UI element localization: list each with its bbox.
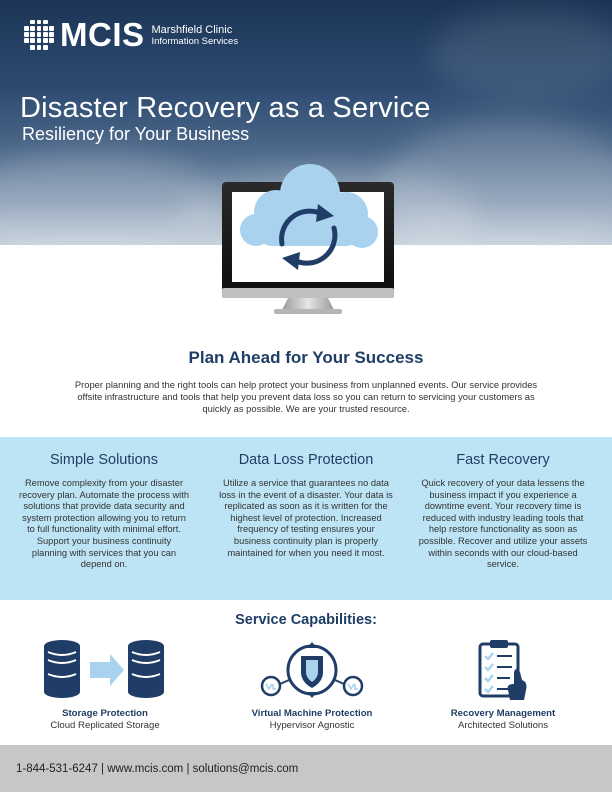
feature-title: Fast Recovery <box>456 452 550 468</box>
feature-simple-solutions: Simple Solutions Remove complexity from … <box>18 452 190 571</box>
monitor-cloud-sync-icon <box>222 164 394 314</box>
capabilities-heading: Service Capabilities: <box>235 612 377 628</box>
cloud-texture <box>430 10 612 100</box>
capability-desc: Architected Solutions <box>457 720 549 731</box>
logo-wordmark: MCIS <box>60 16 145 53</box>
feature-text: Remove complexity from your disaster rec… <box>18 478 189 570</box>
mcis-logo: MCIS Marshfield Clinic Information Servi… <box>24 18 238 51</box>
capability-desc: Cloud Replicated Storage <box>50 720 160 731</box>
clipboard-checklist-icon <box>478 640 527 700</box>
capability-name: Virtual Machine Protection <box>251 708 373 719</box>
logo-subtitle: Marshfield Clinic Information Services <box>151 24 239 48</box>
capability-name: Storage Protection <box>62 708 148 719</box>
feature-text: Utilize a service that guarantees no dat… <box>219 478 393 558</box>
feature-title: Simple Solutions <box>50 452 158 468</box>
cloud-texture <box>380 120 612 245</box>
page-title: Disaster Recovery as a Service <box>20 92 431 124</box>
cloud-texture <box>0 150 220 245</box>
capability-desc: Hypervisor Agnostic <box>269 720 355 731</box>
feature-fast-recovery: Fast Recovery Quick recovery of your dat… <box>414 452 592 571</box>
hero-banner: MCIS Marshfield Clinic Information Servi… <box>0 0 612 245</box>
footer-bar: 1-844-531-6247 | www.mcis.com | solution… <box>0 745 612 792</box>
feature-text: Quick recovery of your data lessens the … <box>418 478 588 570</box>
feature-title: Data Loss Protection <box>238 452 374 468</box>
plan-heading: Plan Ahead for Your Success <box>188 348 424 367</box>
logo-grid-icon <box>24 19 54 50</box>
features-band: Simple Solutions Remove complexity from … <box>0 437 612 600</box>
footer-contact: 1-844-531-6247 | www.mcis.com | solution… <box>16 763 299 775</box>
page-subtitle: Resiliency for Your Business <box>22 124 250 144</box>
database-replicate-icon <box>44 640 164 698</box>
capability-recovery-management: Recovery Management Architected Solution… <box>428 638 578 731</box>
plan-paragraph: Proper planning and the right tools can … <box>74 379 538 414</box>
vm-shield-icon <box>260 642 364 698</box>
capability-storage-protection: Storage Protection Cloud Replicated Stor… <box>30 638 180 731</box>
capability-vm-protection: Virtual Machine Protection Hypervisor Ag… <box>232 638 392 731</box>
feature-data-loss-protection: Data Loss Protection Utilize a service t… <box>218 452 394 559</box>
capability-name: Recovery Management <box>450 708 556 719</box>
